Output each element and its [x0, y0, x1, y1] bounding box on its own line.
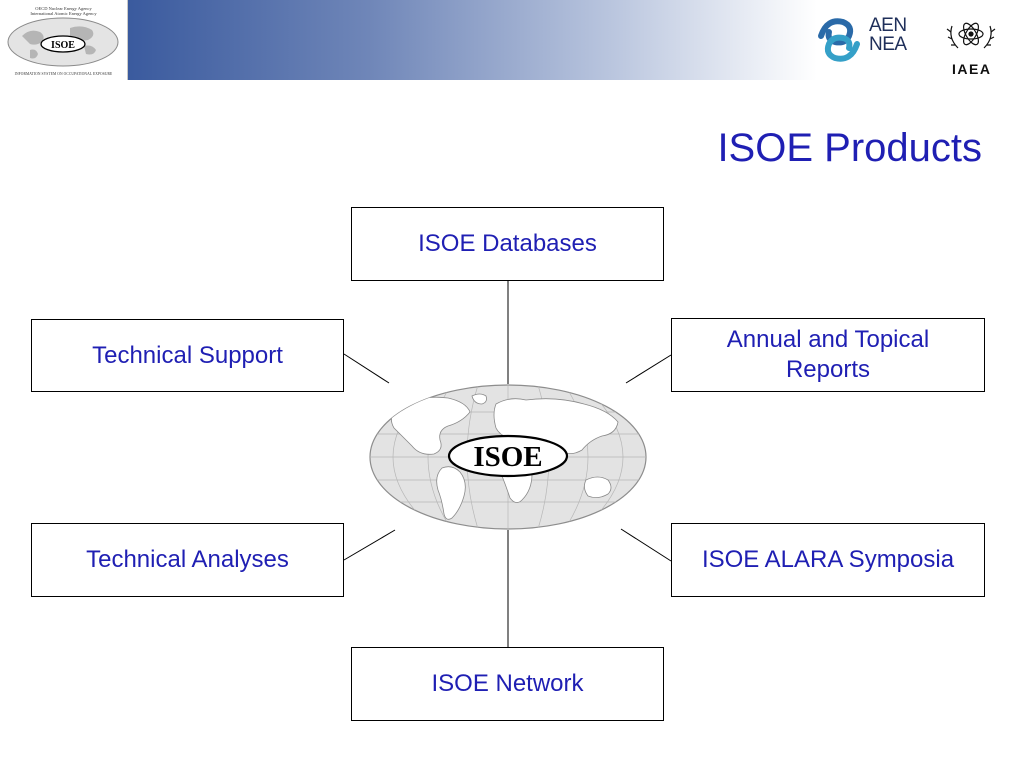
- node-label: ISOE ALARA Symposia: [701, 546, 955, 573]
- isoe-logo-badge-text: ISOE: [51, 40, 75, 51]
- connector-analyses: [343, 529, 396, 561]
- iaea-logo-text: IAEA: [952, 61, 992, 77]
- isoe-logo-caption-line2: International Atomic Energy Agency: [30, 11, 97, 16]
- nea-line-nea: NEA: [869, 34, 907, 55]
- nea-logo-icon: [818, 18, 860, 62]
- slide-title: ISOE Products: [717, 126, 982, 170]
- isoe-logo-caption-top: OECD Nuclear Energy Agency International…: [0, 6, 127, 16]
- connector-reports: [625, 354, 672, 384]
- nea-line-aen: AEN: [869, 15, 907, 36]
- hub-label-badge: [447, 434, 569, 478]
- isoe-hub-world-map: ISOE: [369, 384, 647, 530]
- header-gradient-bar: [127, 0, 817, 80]
- node-technical-support: Technical Support: [31, 319, 344, 392]
- node-label: ISOE Databases: [418, 230, 597, 257]
- connector-support: [343, 353, 390, 384]
- isoe-logo-map-icon: ISOE: [7, 17, 119, 67]
- connector-symposia: [620, 528, 672, 562]
- node-technical-analyses: Technical Analyses: [31, 523, 344, 597]
- node-label: Technical Support: [92, 341, 283, 369]
- iaea-emblem-icon: [946, 22, 996, 49]
- node-isoe-network: ISOE Network: [351, 647, 664, 721]
- isoe-logo-caption-line1: OECD Nuclear Energy Agency: [35, 6, 92, 11]
- isoe-logo-caption-bottom: INFORMATION SYSTEM ON OCCUPATIONAL EXPOS…: [14, 72, 113, 76]
- node-isoe-databases: ISOE Databases: [351, 207, 664, 281]
- nea-logo-text: AEN NEA: [869, 16, 907, 54]
- partner-logos: AEN NEA IAEA: [804, 0, 1024, 82]
- node-label: ISOE Network: [431, 670, 584, 697]
- node-label: Annual and Topical Reports: [726, 326, 930, 383]
- isoe-logo: OECD Nuclear Energy Agency International…: [0, 0, 128, 80]
- header-band: OECD Nuclear Energy Agency International…: [0, 0, 1024, 82]
- hub-label: ISOE: [473, 441, 542, 473]
- node-label: Technical Analyses: [86, 546, 289, 573]
- node-annual-topical-reports: Annual and Topical Reports: [671, 318, 985, 392]
- node-isoe-alara-symposia: ISOE ALARA Symposia: [671, 523, 985, 597]
